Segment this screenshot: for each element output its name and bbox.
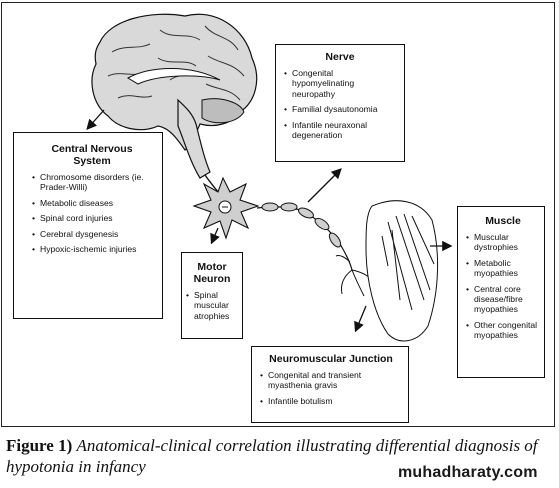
cns-title-line1: Central Nervous bbox=[51, 143, 133, 155]
nerve-title: Nerve bbox=[325, 51, 355, 63]
cns-item: Metabolic diseases bbox=[32, 198, 152, 209]
nerve-item: Congenital hypomyelinating neuropathy bbox=[284, 68, 396, 99]
nerve-item: Familial dysautonomia bbox=[284, 104, 396, 115]
muscle-fibres bbox=[381, 213, 435, 311]
muscle-list: Muscular dystrophies Metabolic myopathie… bbox=[466, 232, 540, 341]
motor-neuron-box: Motor Neuron Spinal muscular atrophies bbox=[181, 252, 243, 339]
myelin-segment bbox=[298, 207, 314, 219]
cns-list: Chromosome disorders (ie. Prader-Willi) … bbox=[32, 172, 152, 255]
myelin-segment bbox=[261, 202, 279, 212]
arrow-to-motor-neuron bbox=[210, 227, 220, 245]
myelin-segment bbox=[280, 202, 298, 212]
figure-caption: Figure 1) Anatomical-clinical correlatio… bbox=[6, 435, 546, 477]
cns-box: Central Nervous System Chromosome disord… bbox=[13, 132, 163, 319]
nmj-item: Congenital and transient myasthenia grav… bbox=[260, 370, 402, 391]
brain-drawing bbox=[91, 13, 258, 179]
muscle-box: Muscle Muscular dystrophies Metabolic my… bbox=[457, 206, 545, 378]
motor-title-line1: Motor bbox=[197, 261, 227, 273]
corpus-callosum bbox=[126, 68, 221, 85]
brain-stem bbox=[177, 98, 211, 179]
arrow-to-nerve bbox=[307, 168, 342, 203]
nerve-list: Congenital hypomyelinating neuropathy Fa… bbox=[284, 68, 396, 140]
cerebellum bbox=[201, 98, 245, 124]
myelin-segment bbox=[314, 217, 330, 231]
muscle-item: Central core disease/fibre myopathies bbox=[466, 284, 540, 315]
cns-item: Hypoxic-ischemic injuries bbox=[32, 244, 152, 255]
motor-title: Motor Neuron bbox=[186, 261, 238, 285]
nerve-item: Infantile neuraxonal degeneration bbox=[284, 120, 396, 141]
cns-title: Central Nervous System bbox=[32, 143, 152, 167]
caption-lead: Figure 1) bbox=[6, 436, 73, 455]
cns-item: Chromosome disorders (ie. Prader-Willi) bbox=[32, 172, 152, 193]
muscle-item: Muscular dystrophies bbox=[466, 232, 540, 253]
brain-outline bbox=[91, 13, 258, 151]
muscle-title: Muscle bbox=[485, 215, 521, 227]
nerve-box: Nerve Congenital hypomyelinating neuropa… bbox=[275, 44, 405, 162]
nmj-list: Congenital and transient myasthenia grav… bbox=[260, 370, 402, 407]
muscle-item: Metabolic myopathies bbox=[466, 258, 540, 279]
motor-list: Spinal muscular atrophies bbox=[186, 290, 238, 321]
cns-item: Cerebral dysgenesis bbox=[32, 229, 152, 240]
cns-title-line2: System bbox=[73, 155, 111, 167]
figure-frame bbox=[1, 2, 555, 427]
nerve-terminals bbox=[335, 255, 377, 297]
site-watermark: muhadharaty.com bbox=[398, 464, 538, 481]
nmj-box: Neuromuscular Junction Congenital and tr… bbox=[251, 346, 409, 423]
muscle-item: Other congenital myopathies bbox=[466, 320, 540, 341]
arrow-to-nmj bbox=[354, 305, 367, 333]
cns-item: Spinal cord injuries bbox=[32, 213, 152, 224]
motor-title-line2: Neuron bbox=[193, 273, 231, 285]
motor-item: Spinal muscular atrophies bbox=[186, 290, 238, 321]
nmj-title: Neuromuscular Junction bbox=[269, 353, 393, 365]
caption-text: Anatomical-clinical correlation illustra… bbox=[6, 436, 538, 476]
arrow-to-cns bbox=[86, 109, 105, 130]
myelin-segment bbox=[328, 232, 342, 248]
nmj-item: Infantile botulism bbox=[260, 396, 402, 407]
myelin-sheaths bbox=[261, 202, 342, 248]
